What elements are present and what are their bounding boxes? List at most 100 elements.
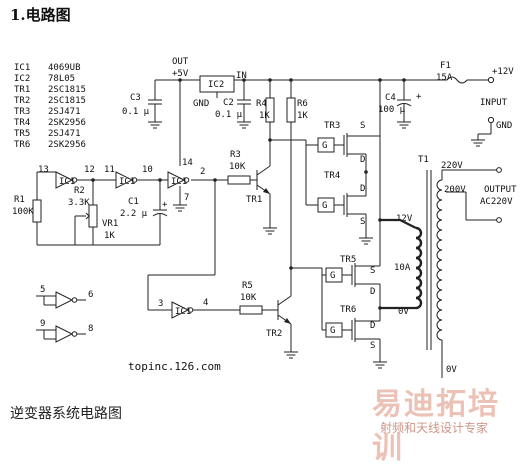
ac220v-label: AC220V [480, 197, 513, 207]
gate-label: G [322, 141, 327, 151]
resistor-r2 [88, 204, 98, 228]
drain-label: D [360, 184, 365, 194]
c2-label: C2 [223, 98, 234, 108]
t1-label: T1 [418, 155, 429, 165]
ic1-label: IC1 [59, 177, 75, 187]
pin2-label: 2 [200, 167, 205, 177]
figure-heading: 1.电路图 [10, 6, 71, 24]
r5-label: R5 [242, 281, 253, 291]
comp-ref: TR1 [14, 85, 30, 95]
oscillator-section: 13 IC1 12 11 IC1 10 IC1 14 7 R1 100K [12, 158, 193, 246]
c1-label: C1 [128, 197, 139, 207]
transformer-t1: T1 220V 200V OUTPUT AC220V 12V 10A 0V 0V [380, 155, 517, 378]
watermark-sub: 射频和天线设计专家 [380, 421, 489, 435]
circuit-diagram: IC1 4069UB IC2 78L05 TR1 2SC1815 TR2 2SC… [12, 57, 517, 378]
component-list: IC1 4069UB IC2 78L05 TR1 2SC1815 TR2 2SC… [14, 63, 86, 150]
vr1-label: VR1 [102, 219, 118, 229]
drain-label: D [360, 155, 365, 165]
v200-label: 200V [444, 185, 466, 195]
tr3-label: TR3 [324, 121, 340, 131]
primary-winding [415, 226, 423, 310]
comp-ref: IC1 [14, 63, 30, 73]
output-terminal [496, 167, 502, 173]
tr1-driver: 2 R3 10K TR1 [147, 138, 322, 311]
resistor-r5 [239, 305, 263, 315]
mosfet-bridge: TR3 G S D TR4 G D S [317, 121, 388, 369]
comp-ref: IC2 [14, 74, 30, 84]
v220-label: 220V [441, 161, 463, 171]
r6-label: R6 [297, 99, 308, 109]
f1-value: 15A [436, 73, 453, 83]
pin13-label: 13 [38, 165, 49, 175]
gate-label: G [330, 326, 335, 336]
comp-part: 2SK2956 [48, 140, 86, 150]
c4-label: C4 [385, 93, 396, 103]
c3-value: 0.1 μ [122, 107, 150, 117]
pin11-label: 11 [104, 165, 115, 175]
comp-part: 2SJ471 [48, 107, 81, 117]
pin12-label: 12 [84, 165, 95, 175]
gnd2-label: GND [496, 121, 512, 131]
r5-value: 10K [240, 293, 257, 303]
figure-caption: 逆变器系统电路图 [10, 406, 122, 422]
a10-label: 10A [394, 263, 411, 273]
ic1-label: IC1 [171, 177, 187, 187]
plus12v-label: +12V [492, 67, 514, 77]
r6-value: 1K [297, 111, 308, 121]
source-label: S [360, 217, 365, 227]
vr1-value: 1K [104, 231, 115, 241]
comp-ref: TR4 [14, 118, 30, 128]
comp-ref: TR5 [14, 129, 30, 139]
pin3-label: 3 [158, 299, 163, 309]
gate-label: G [330, 271, 335, 281]
pin6-label: 6 [88, 290, 93, 300]
r1-value: 100K [12, 207, 34, 217]
comp-part: 4069UB [48, 63, 81, 73]
source-label: S [360, 121, 365, 131]
tr6-label: TR6 [340, 305, 356, 315]
ic2-label: IC2 [208, 80, 224, 90]
website-label: topinc.126.com [128, 360, 221, 373]
output-label: OUTPUT [484, 185, 517, 195]
output-terminal [496, 217, 502, 223]
plus5v-label: +5V [172, 69, 189, 79]
source-label: S [370, 266, 375, 276]
pin14-label: 14 [182, 158, 193, 168]
tr2-driver: 3 IC1 4 R5 10K TR2 [158, 266, 330, 359]
tr4-label: TR4 [324, 171, 340, 181]
ic1-label: IC1 [175, 307, 191, 317]
comp-ref: TR3 [14, 107, 30, 117]
pin10-label: 10 [142, 165, 153, 175]
r2-value: 3.3K [68, 198, 90, 208]
r3-value: 10K [229, 162, 246, 172]
c1-value: 2.2 μ [120, 209, 148, 219]
comp-ref: TR2 [14, 96, 30, 106]
v12-label: 12V [396, 214, 413, 224]
comp-part: 2SC1815 [48, 85, 86, 95]
fuse-f1 [446, 76, 468, 84]
secondary-winding [436, 179, 443, 341]
f1-label: F1 [440, 61, 451, 71]
gnd-label: GND [193, 99, 209, 109]
comp-ref: TR6 [14, 140, 30, 150]
pin7-label: 7 [184, 193, 189, 203]
c1-plus: + [162, 200, 168, 210]
ic1-label: IC1 [119, 177, 135, 187]
resistor-r3 [227, 175, 251, 185]
pin4-label: 4 [203, 298, 208, 308]
in-label: IN [236, 71, 247, 81]
tr2-label: TR2 [266, 329, 282, 339]
comp-part: 78L05 [48, 74, 75, 84]
resistor-r1 [32, 199, 42, 223]
r3-label: R3 [230, 150, 241, 160]
r1-label: R1 [14, 195, 25, 205]
r4-value: 1K [259, 111, 270, 121]
pin8-label: 8 [88, 324, 93, 334]
regulator-section: OUT +5V IC2 IN GND C3 0.1 μ [122, 57, 514, 268]
watermark-logo: 易迪拓培训 射频和天线设计专家 [354, 379, 530, 466]
gate-label: G [322, 201, 327, 211]
pin5-label: 5 [40, 285, 45, 295]
inverter-schematic-figure: 1.电路图 IC1 4069UB IC2 78L05 TR1 2SC1815 T… [10, 6, 530, 466]
drain-label: D [370, 287, 375, 297]
comp-part: 2SC1815 [48, 96, 86, 106]
